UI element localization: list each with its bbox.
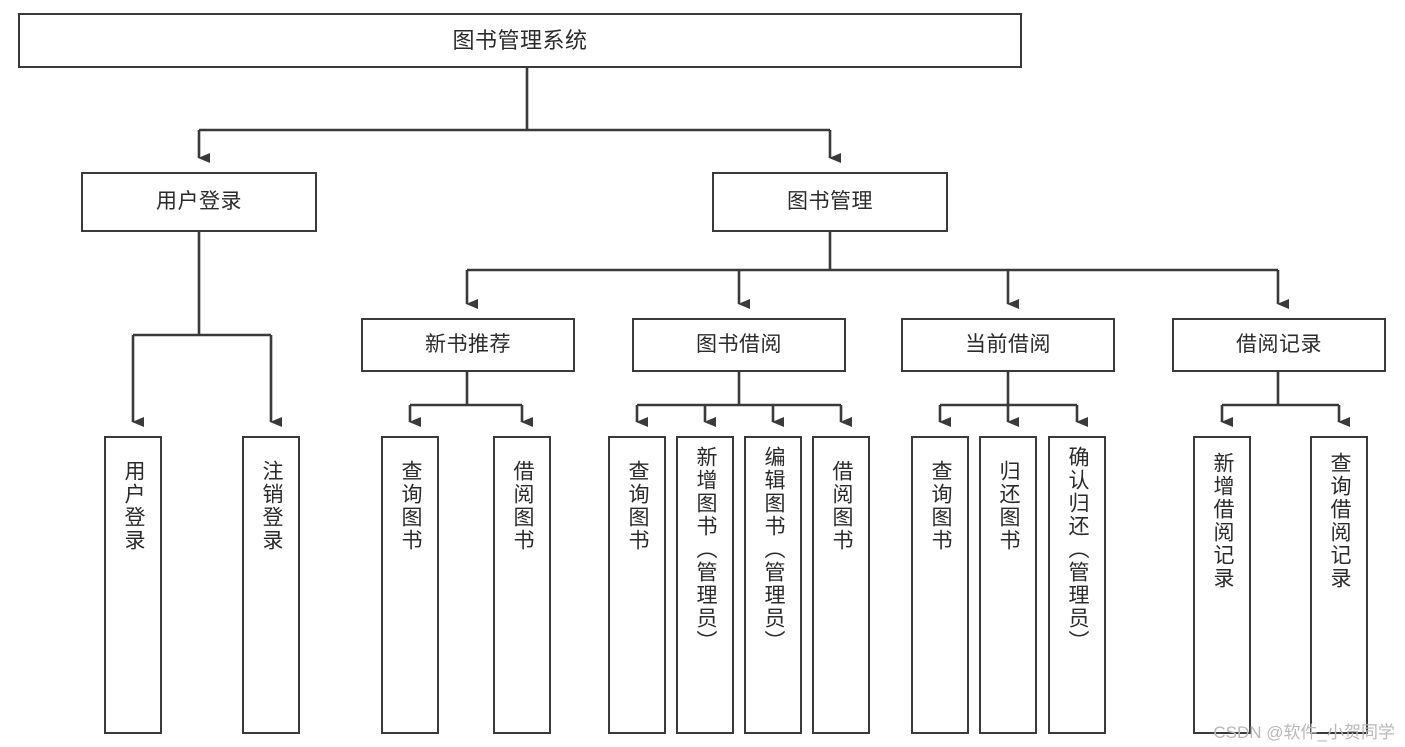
- node-book-management[interactable]: 图书管理: [712, 172, 948, 232]
- node-leaf-confirm-return[interactable]: 确认归还（管理员）: [1048, 436, 1106, 734]
- node-leaf-borrow-book-1-label: 借阅图书: [511, 460, 535, 552]
- node-leaf-user-login-label: 用户登录: [122, 460, 146, 552]
- node-leaf-query-book-2-label: 查询图书: [626, 460, 650, 552]
- node-leaf-add-record-label: 新增借阅记录: [1211, 452, 1235, 590]
- node-user-login[interactable]: 用户登录: [81, 172, 317, 232]
- node-new-book-recommend-label: 新书推荐: [425, 332, 511, 356]
- node-book-management-label: 图书管理: [787, 189, 873, 213]
- node-leaf-return-book-label: 归还图书: [997, 460, 1021, 552]
- node-new-book-recommend[interactable]: 新书推荐: [361, 318, 575, 372]
- node-leaf-add-record[interactable]: 新增借阅记录: [1193, 436, 1251, 734]
- node-book-borrow-label: 图书借阅: [696, 332, 782, 356]
- node-leaf-user-login[interactable]: 用户登录: [104, 436, 162, 734]
- node-current-borrow[interactable]: 当前借阅: [901, 318, 1115, 372]
- node-leaf-query-book-2[interactable]: 查询图书: [608, 436, 666, 734]
- node-leaf-borrow-book-2[interactable]: 借阅图书: [812, 436, 870, 734]
- node-leaf-return-book[interactable]: 归还图书: [979, 436, 1037, 734]
- node-leaf-query-record-label: 查询借阅记录: [1328, 452, 1352, 590]
- watermark: CSDN @软件_小贺同学: [1213, 723, 1395, 742]
- node-leaf-query-book-1[interactable]: 查询图书: [381, 436, 439, 734]
- node-current-borrow-label: 当前借阅: [965, 332, 1051, 356]
- node-leaf-query-book-1-label: 查询图书: [399, 460, 423, 552]
- node-leaf-query-book-3-label: 查询图书: [929, 460, 953, 552]
- node-borrow-record[interactable]: 借阅记录: [1172, 318, 1386, 372]
- node-leaf-confirm-return-label: 确认归还（管理员）: [1066, 446, 1090, 653]
- node-leaf-add-book[interactable]: 新增图书（管理员）: [676, 436, 734, 734]
- node-leaf-user-logout-label: 注销登录: [260, 460, 284, 552]
- node-leaf-edit-book[interactable]: 编辑图书（管理员）: [744, 436, 802, 734]
- node-leaf-query-book-3[interactable]: 查询图书: [911, 436, 969, 734]
- node-leaf-borrow-book-1[interactable]: 借阅图书: [493, 436, 551, 734]
- node-leaf-add-book-label: 新增图书（管理员）: [694, 446, 718, 653]
- node-leaf-query-record[interactable]: 查询借阅记录: [1310, 436, 1368, 734]
- node-leaf-edit-book-label: 编辑图书（管理员）: [762, 446, 786, 653]
- node-root-label: 图书管理系统: [452, 27, 588, 53]
- node-root[interactable]: 图书管理系统: [18, 13, 1022, 68]
- node-book-borrow[interactable]: 图书借阅: [632, 318, 846, 372]
- node-leaf-user-logout[interactable]: 注销登录: [242, 436, 300, 734]
- node-borrow-record-label: 借阅记录: [1236, 332, 1322, 356]
- node-leaf-borrow-book-2-label: 借阅图书: [830, 460, 854, 552]
- node-user-login-label: 用户登录: [156, 189, 242, 213]
